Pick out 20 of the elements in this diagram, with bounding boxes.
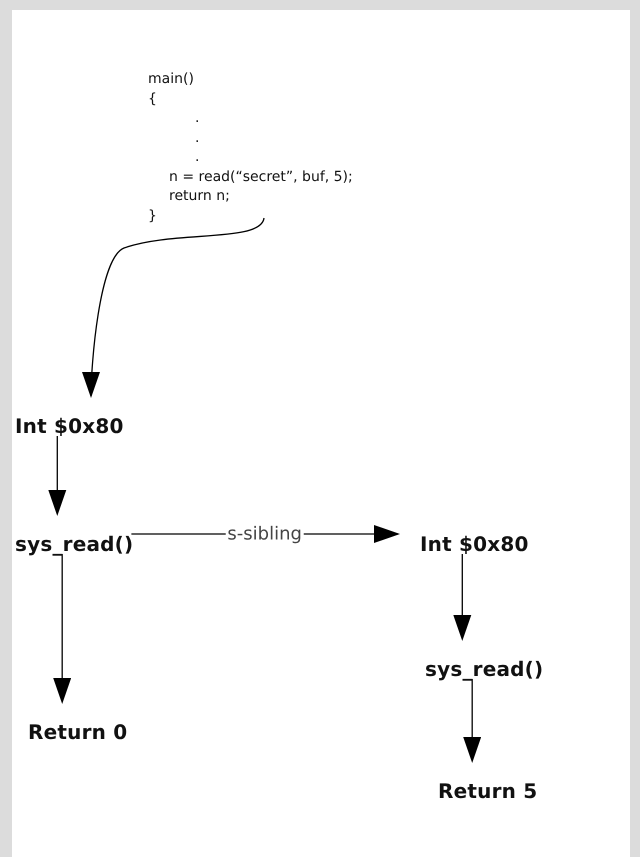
arrow bbox=[453, 554, 472, 641]
code-line: return n; bbox=[168, 187, 231, 206]
code-line: main() bbox=[148, 70, 195, 89]
code-line: . bbox=[194, 148, 200, 167]
code-line: } bbox=[148, 206, 158, 226]
arrow bbox=[48, 436, 66, 516]
node-label: sys_read() bbox=[15, 532, 134, 556]
node-label: sys_read() bbox=[425, 657, 544, 681]
code-line: . bbox=[194, 128, 200, 148]
arrow bbox=[53, 554, 72, 704]
code-line: . bbox=[194, 109, 200, 128]
arrow bbox=[463, 679, 482, 763]
edge-label: s-sibling bbox=[225, 524, 304, 544]
arrow bbox=[82, 218, 265, 398]
node-label: Int $0x80 bbox=[420, 532, 529, 556]
node-label: Int $0x80 bbox=[15, 414, 124, 438]
code-line: n = read(“secret”, buf, 5); bbox=[168, 168, 353, 186]
code-line: { bbox=[148, 90, 158, 108]
node-label: Return 5 bbox=[438, 779, 538, 803]
node-label: Return 0 bbox=[28, 720, 128, 744]
